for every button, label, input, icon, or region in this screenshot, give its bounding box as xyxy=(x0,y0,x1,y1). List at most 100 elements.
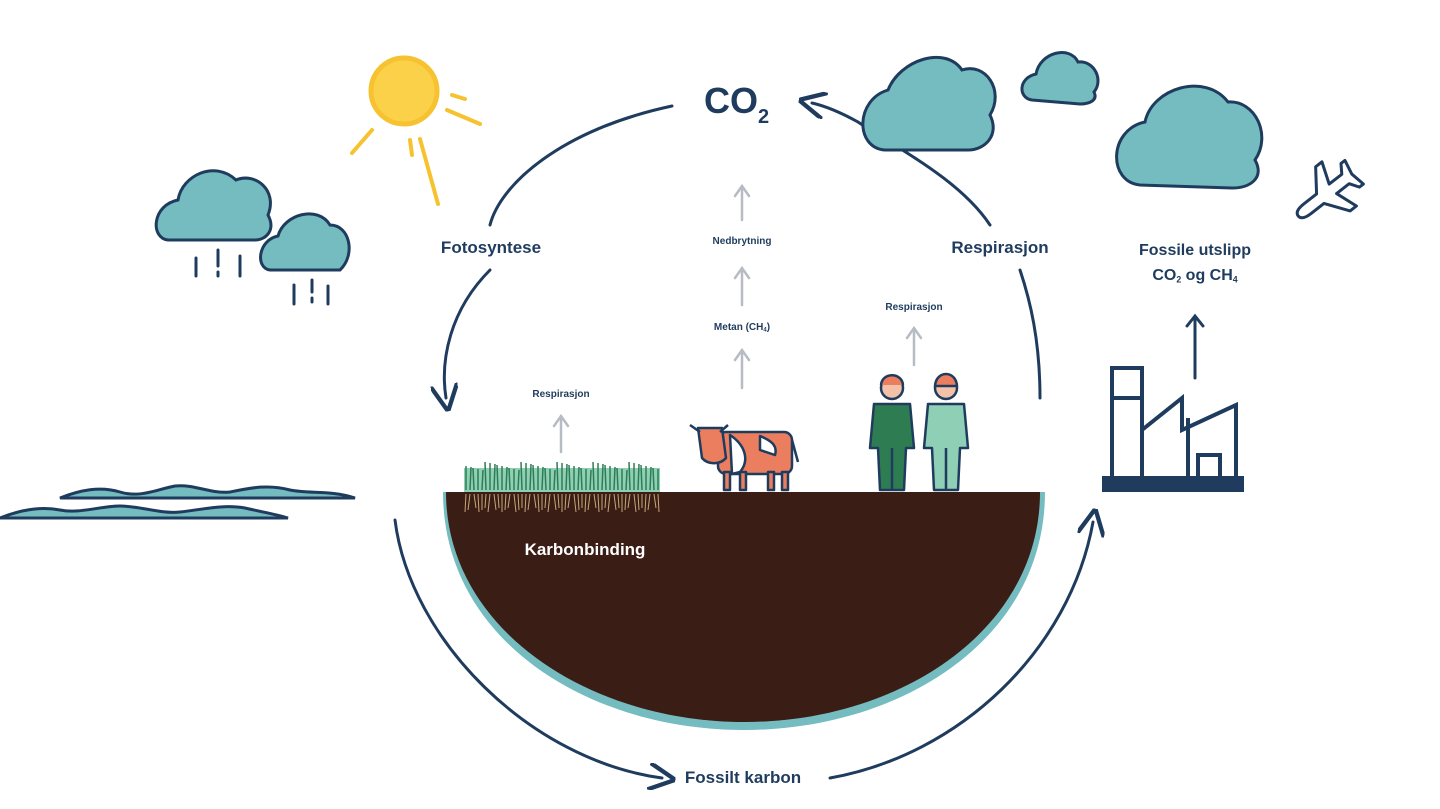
grass-root xyxy=(527,493,531,511)
grass-blade xyxy=(637,463,640,491)
grass-blade xyxy=(496,464,499,491)
grass-root xyxy=(573,493,577,513)
factory-emission-arrow xyxy=(1185,313,1205,380)
cloud-icon xyxy=(861,51,1264,190)
grass-blade xyxy=(544,467,547,491)
grass-root xyxy=(564,493,567,511)
grass-blade xyxy=(520,461,523,491)
co2-label: CO2 xyxy=(704,80,770,128)
grass-root xyxy=(497,493,500,509)
grey-arrows xyxy=(552,183,923,454)
grass-blade xyxy=(568,464,571,491)
grass-root xyxy=(473,493,477,509)
grass-root xyxy=(633,493,637,513)
methane-label: Metan (CH4) xyxy=(713,322,771,334)
respiration-label-people: Respirasjon xyxy=(885,302,943,313)
grass-root xyxy=(547,493,551,513)
grass-root xyxy=(577,493,580,511)
grass-root xyxy=(467,493,471,511)
cow-icon xyxy=(689,423,800,492)
farmer-icon xyxy=(868,374,916,492)
fossil-emissions-title: Fossile utslipp xyxy=(1138,242,1252,259)
grass-blade xyxy=(577,466,580,491)
grass-blade xyxy=(649,466,652,491)
grass-blade xyxy=(508,467,511,491)
factory-icon xyxy=(1102,366,1244,492)
cycle-arrows xyxy=(393,103,1093,780)
arrow-photosynthesis-down xyxy=(444,268,492,398)
grass-root xyxy=(587,493,591,511)
grass-root xyxy=(544,493,547,509)
respiration-label-grass: Respirasjon xyxy=(532,389,590,400)
grass-root xyxy=(513,493,517,513)
grass-blade xyxy=(565,463,568,491)
grass-root xyxy=(624,493,627,511)
arrow-soil-up-right xyxy=(1018,268,1042,400)
grass-root xyxy=(484,493,487,509)
grass-blade xyxy=(484,461,487,491)
grass-icon xyxy=(464,461,660,513)
grass-root xyxy=(647,493,651,511)
fossil-emissions-gases: CO2 og CH4 xyxy=(1152,267,1238,285)
grass-root xyxy=(517,493,520,511)
grass-root xyxy=(477,493,480,513)
grass-blade xyxy=(640,464,643,491)
grass-root xyxy=(507,493,511,509)
grass-root xyxy=(607,493,611,513)
grass-blade xyxy=(616,467,619,491)
grass-root xyxy=(504,493,507,511)
photosynthesis-label: Fotosyntese xyxy=(440,238,542,257)
grass-blade xyxy=(589,469,592,491)
grass-blade xyxy=(532,464,535,491)
grass-root xyxy=(657,493,660,513)
grass-blade xyxy=(652,467,655,491)
respiration-label-main: Respirasjon xyxy=(951,238,1049,257)
grass-blade xyxy=(592,461,595,491)
grass-root xyxy=(487,493,491,513)
grass-root xyxy=(493,493,497,511)
grass-root xyxy=(604,493,607,509)
grass-blade xyxy=(604,464,607,491)
grass-root xyxy=(613,493,617,511)
arrow-co2-head xyxy=(812,103,860,124)
grass-root xyxy=(553,493,557,511)
grass-root xyxy=(584,493,587,513)
fossil-carbon-label: Fossilt karbon xyxy=(684,768,802,787)
grass-blade xyxy=(625,469,628,491)
grass-blade xyxy=(517,469,520,491)
grass-blade xyxy=(469,466,472,491)
grass-root xyxy=(597,493,600,513)
grass-blade xyxy=(580,467,583,491)
arrow-fossil-to-factory xyxy=(828,522,1093,780)
rain-cloud-icon xyxy=(154,169,351,306)
grass-root xyxy=(617,493,620,509)
fossil-emissions-label: Fossile utslipp CO2 og CH4 xyxy=(1139,238,1251,293)
grass-root xyxy=(627,493,631,509)
soil-bowl xyxy=(443,492,1045,730)
grass-blade xyxy=(493,463,496,491)
grass-blade xyxy=(628,461,631,491)
grass-blade xyxy=(481,469,484,491)
grass-blade xyxy=(553,469,556,491)
grass-root xyxy=(464,493,467,513)
decomposition-label: Nedbrytning xyxy=(712,236,772,247)
grass-blade xyxy=(541,466,544,491)
arrow-co2-to-photosynthesis xyxy=(488,104,674,227)
airplane-icon xyxy=(1295,158,1365,220)
grass-blade xyxy=(472,467,475,491)
grass-root xyxy=(524,493,527,513)
grass-blade xyxy=(601,463,604,491)
carbon-binding-label: Karbonbinding xyxy=(524,540,646,559)
grass-blade xyxy=(529,463,532,491)
grass-root xyxy=(537,493,540,513)
grass-root xyxy=(593,493,597,509)
grass-root xyxy=(644,493,647,513)
grass-root xyxy=(637,493,640,511)
sun-icon xyxy=(350,55,482,206)
grass-root xyxy=(533,493,537,509)
grass-blade xyxy=(505,466,508,491)
grass-root xyxy=(653,493,657,509)
grass-root xyxy=(567,493,571,509)
farmer-icon xyxy=(922,372,970,492)
